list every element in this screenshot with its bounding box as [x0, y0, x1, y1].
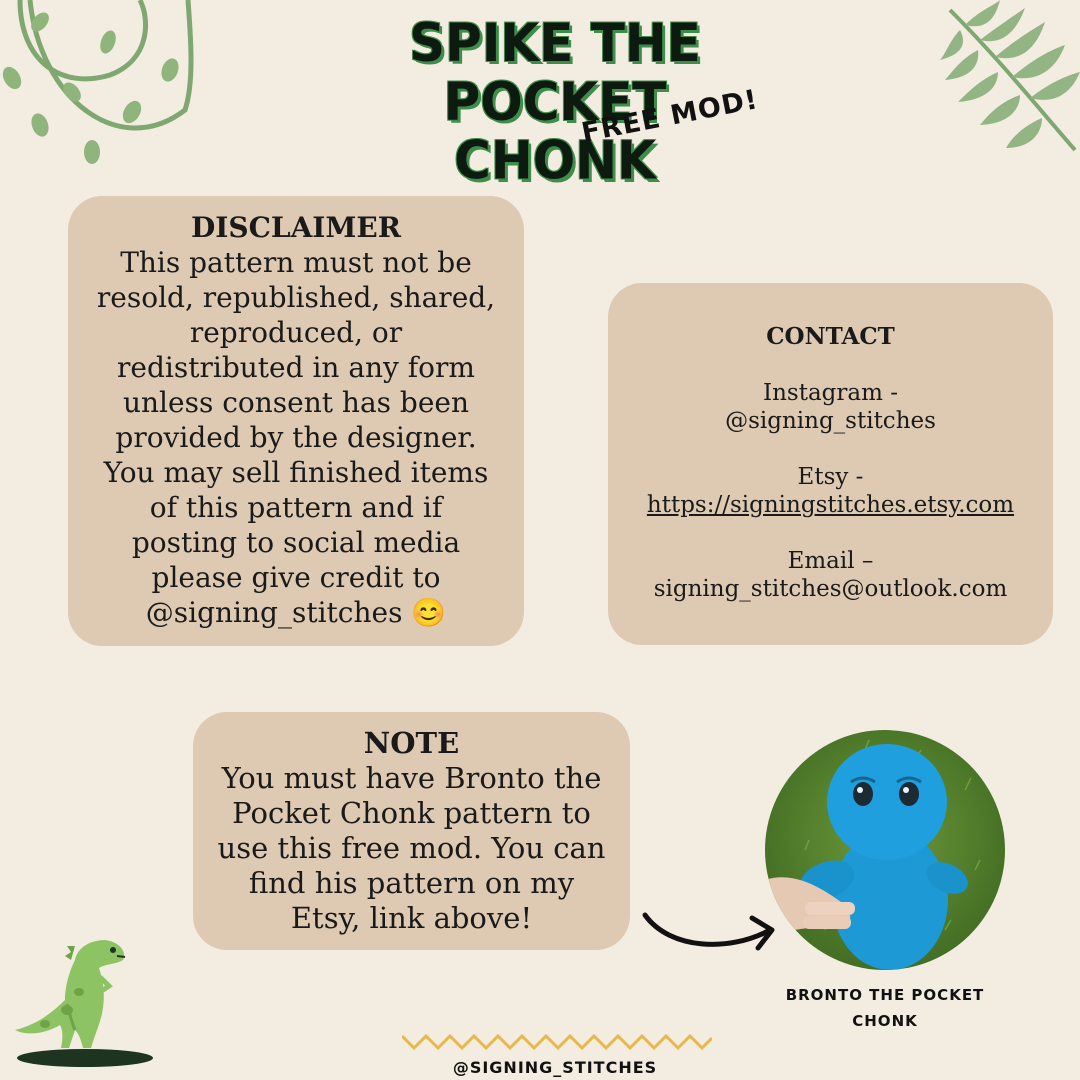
disclaimer-line: please give credit to [151, 561, 441, 594]
disclaimer-line: You may sell finished items [103, 456, 489, 489]
photo-caption: BRONTO THE POCKET CHONK [770, 982, 1000, 1034]
disclaimer-heading: DISCLAIMER [191, 211, 401, 244]
arrow-icon [642, 912, 775, 951]
instagram-label: Instagram - [763, 380, 898, 406]
footer-handle[interactable]: @SIGNING_STITCHES [452, 1058, 658, 1077]
note-line: find his pattern on my [248, 866, 575, 900]
title-line-1: SPIKE THE POCKET [409, 12, 701, 133]
etsy-link[interactable]: https://signingstitches.etsy.com [646, 492, 1015, 518]
note-line: You must have Bronto the [221, 761, 602, 795]
bronto-plush-photo [765, 730, 1005, 970]
contact-heading: CONTACT [766, 323, 895, 350]
page-title: SPIKE THE POCKET CHONK [290, 14, 820, 190]
title-line-2: CHONK [454, 130, 656, 192]
note-line: Pocket Chonk pattern to [232, 796, 591, 830]
etsy-label: Etsy - [797, 464, 864, 490]
photo-caption-line-1: BRONTO THE POCKET [785, 986, 985, 1004]
note-line: use this free mod. You can [217, 831, 606, 865]
disclaimer-line: This pattern must not be [120, 246, 472, 279]
dinosaur-illustration [15, 940, 153, 1067]
disclaimer-line: redistributed in any form [117, 351, 475, 384]
disclaimer-line: of this pattern and if [149, 491, 443, 524]
disclaimer-card: DISCLAIMER This pattern must not be reso… [68, 196, 524, 646]
vine-decoration [2, 0, 194, 164]
email-address[interactable]: signing_stitches@outlook.com [653, 576, 1008, 602]
note-heading: NOTE [363, 726, 460, 760]
photo-caption-line-2: CHONK [852, 1012, 918, 1030]
note-card: NOTE You must have Bronto the Pocket Cho… [193, 712, 630, 950]
instagram-handle[interactable]: @signing_stitches [725, 408, 936, 434]
disclaimer-line: provided by the designer. [115, 421, 477, 454]
note-line: Etsy, link above! [290, 901, 533, 935]
disclaimer-line: posting to social media [131, 526, 461, 559]
email-label: Email – [787, 548, 874, 574]
contact-card: CONTACT Instagram - @signing_stitches Et… [608, 283, 1053, 645]
disclaimer-line: unless consent has been [122, 386, 470, 419]
palm-leaf-decoration [940, 0, 1080, 152]
disclaimer-line: @signing_stitches 😊 [145, 596, 447, 629]
disclaimer-line: reproduced, or [189, 316, 403, 349]
disclaimer-line: resold, republished, shared, [96, 281, 496, 314]
zigzag-divider [402, 1033, 712, 1051]
